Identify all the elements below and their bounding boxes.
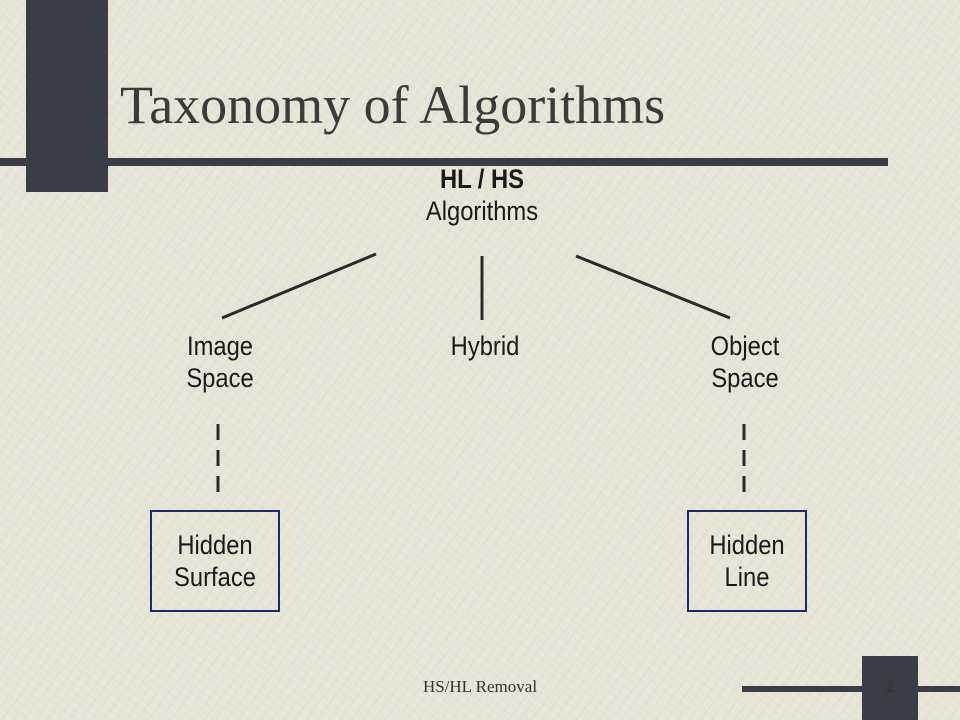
node-image-space-line-2: Space (186, 363, 254, 394)
node-image-space-line-1: Image (186, 331, 254, 361)
node-object-space-line-1: Object (710, 331, 780, 361)
accent-rule-bottom (742, 686, 960, 692)
node-object-space: Object Space (661, 330, 828, 395)
box-hidden-surface: Hidden Surface (150, 510, 280, 612)
node-hl-hs-algorithms: HL / HS Algorithms (394, 163, 570, 228)
node-hybrid-line-1: Hybrid (450, 331, 520, 361)
slide-footer: HS/HL Removal (422, 677, 538, 696)
node-image-space: Image Space (141, 330, 299, 395)
node-object-space-line-2: Space (711, 363, 779, 394)
box-hidden-surface-line-2: Surface (174, 562, 256, 592)
node-hybrid: Hybrid (410, 330, 560, 362)
slide-title: Taxonomy of Algorithms (120, 75, 666, 135)
box-hidden-surface-line-1: Hidden (177, 529, 253, 560)
box-hidden-line: Hidden Line (687, 510, 807, 612)
node-root-line-1: HL / HS (439, 164, 525, 194)
node-root-line-2: Algorithms (425, 196, 539, 227)
connector-root-to-object-space (575, 254, 731, 320)
connector-root-to-image-space (221, 252, 377, 320)
box-hidden-line-line-2: Line (724, 562, 770, 592)
box-hidden-line-line-1: Hidden (709, 529, 785, 560)
slide-page-number: 2 (885, 677, 895, 696)
accent-rule-top (0, 158, 888, 166)
